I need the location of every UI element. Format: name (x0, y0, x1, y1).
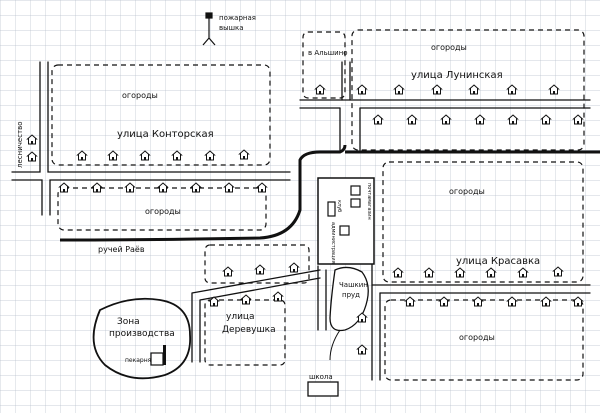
gardens-label-southeast: огороды (459, 333, 495, 342)
gardens-label-west: огороды (145, 207, 181, 216)
garden-plots (51, 29, 585, 381)
road-to-school (317, 265, 327, 331)
gardens-label-northeast: огороды (431, 43, 467, 52)
road-luninskaya (299, 99, 591, 109)
post-label: почта (366, 183, 372, 198)
garden-plot-southwest (204, 299, 286, 366)
garden-plot-northeast (351, 29, 585, 151)
school-label: школа (309, 373, 333, 381)
production-zone-label-line2: производства (109, 329, 175, 339)
store-building (350, 198, 361, 208)
club-label: клуб (336, 200, 342, 212)
road-central-north (339, 107, 361, 151)
garden-plot-south-small (204, 244, 310, 284)
fire-tower-label-line1: пожарная (219, 14, 256, 22)
stream-raev (59, 144, 600, 242)
bakery-label: пекарня (125, 357, 152, 364)
post-office-building (350, 185, 361, 196)
stream-label: ручей Раёв (98, 245, 145, 254)
forestry-label: лесничество (16, 121, 24, 168)
garden-plot-northwest (51, 64, 271, 166)
pond-label-line1: Чашкин (339, 281, 368, 289)
street-derevushka-label-line1: улица (226, 312, 255, 322)
production-zone-outline (92, 297, 191, 380)
garden-plot-north-small (302, 31, 346, 99)
road-derevushka (191, 269, 321, 363)
store-label: магазин (366, 198, 372, 220)
fire-tower-icon (202, 12, 216, 46)
to-alshino-label: в Альшино (308, 49, 348, 57)
pond-outflow (329, 329, 341, 361)
bakery-building (150, 345, 166, 366)
gardens-label-east: огороды (449, 187, 485, 196)
road-kontorskaya (11, 61, 291, 216)
garden-plot-west (57, 187, 267, 231)
road-to-alshino (341, 61, 351, 101)
street-kontorskaya-label: улица Конторская (117, 129, 214, 140)
garden-plot-southeast (384, 299, 584, 381)
club-building (327, 201, 336, 217)
roads (11, 61, 591, 381)
admin-building (339, 225, 350, 236)
road-krasavka (371, 284, 591, 294)
production-zone-label-line1: Зона (117, 317, 140, 327)
garden-plot-east (382, 161, 584, 283)
street-luninskaya-label: улица Лунинская (411, 70, 503, 81)
street-derevushka-label-line2: Деревушка (222, 325, 276, 335)
chashkin-pond (329, 266, 369, 332)
school-building (307, 381, 339, 397)
admin-label: администрация (330, 222, 336, 264)
street-krasavka-label: улица Красавка (456, 256, 540, 267)
central-square (317, 177, 375, 265)
fire-tower-label-line2: вышка (219, 24, 244, 32)
pond-label-line2: пруд (342, 291, 360, 299)
road-east-vertical (371, 261, 381, 381)
gardens-label-northwest: огороды (122, 91, 158, 100)
